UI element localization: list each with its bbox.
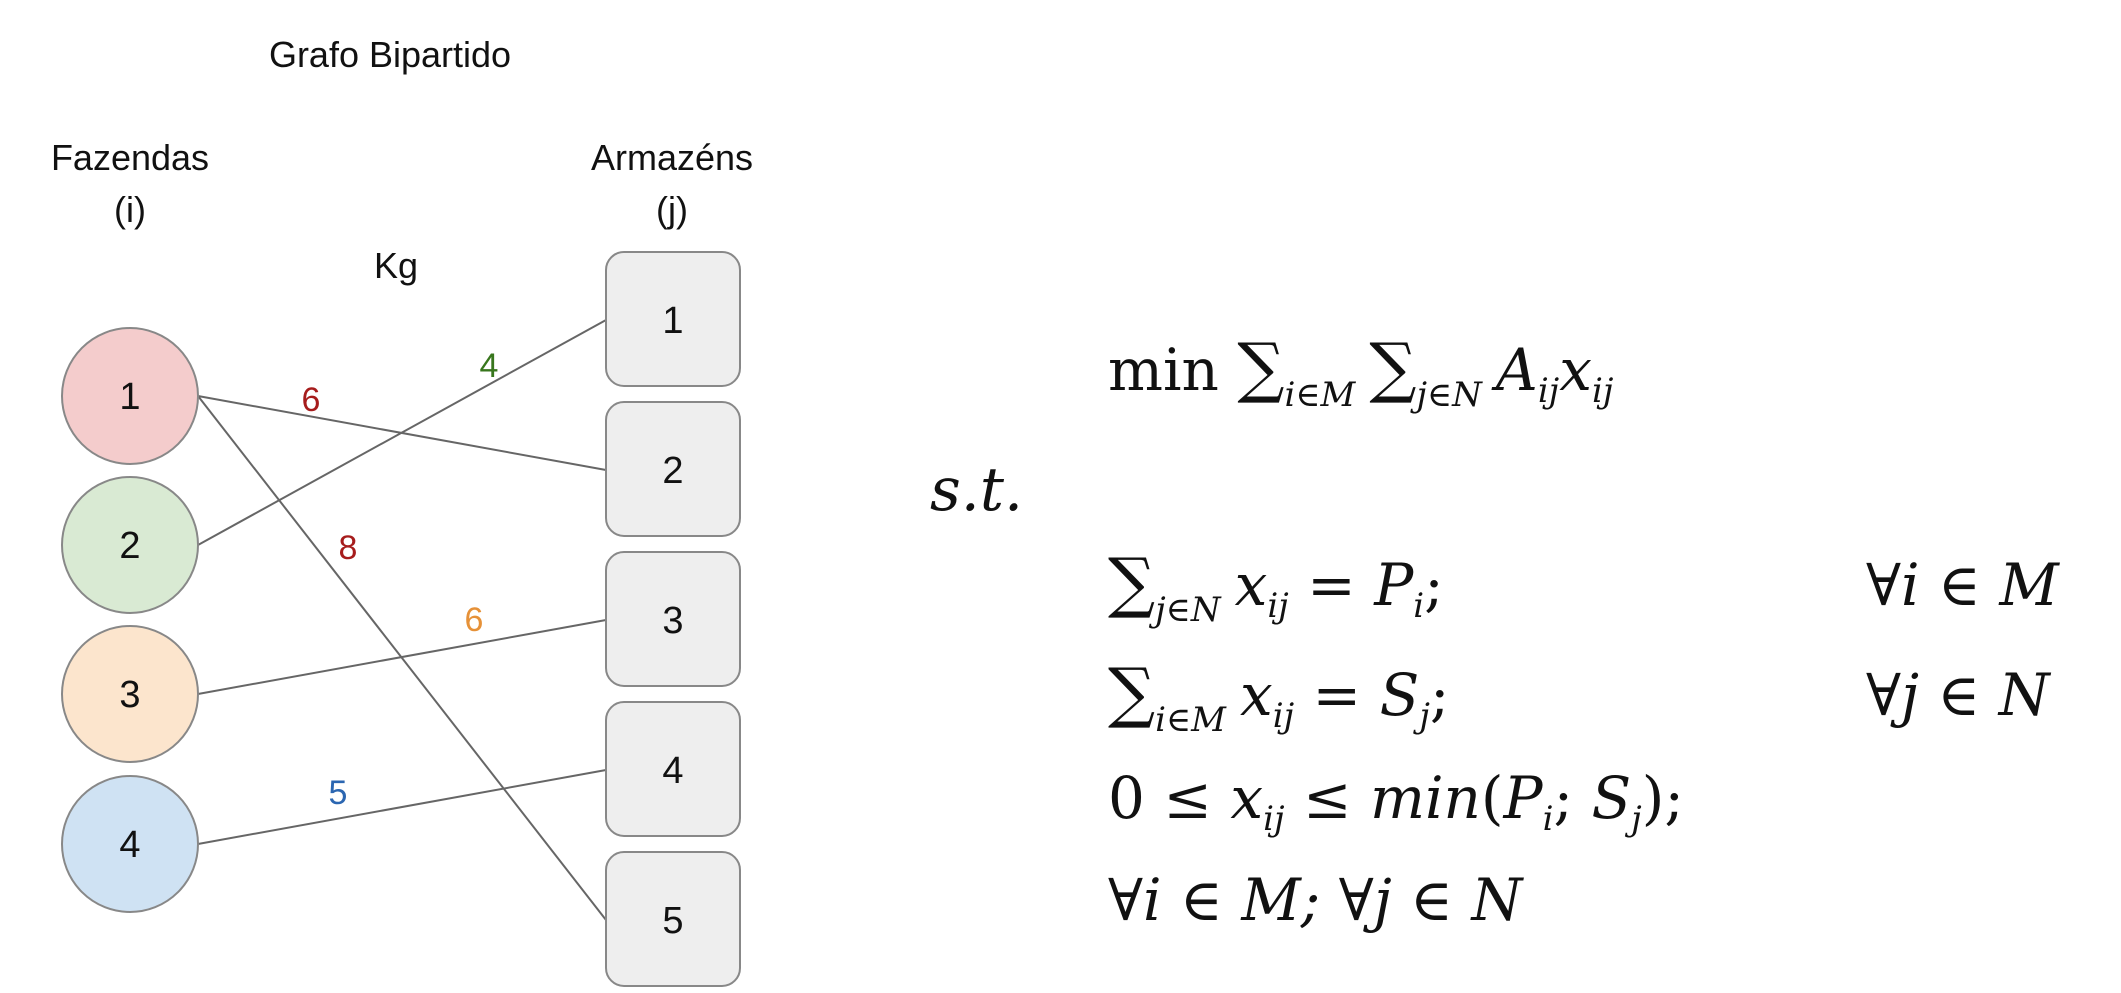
farm-node-label: 1 — [119, 376, 140, 418]
warehouse-node-1 — [605, 251, 741, 387]
edges — [197, 319, 607, 921]
edge-weight-2-1: 4 — [480, 347, 499, 385]
constraint-demand-domain: ∀j ∈ N — [1866, 661, 2052, 729]
farm-node-label: 4 — [119, 824, 140, 866]
edge-weight-4-4: 5 — [329, 774, 348, 812]
farm-node-label: 2 — [119, 525, 140, 567]
warehouses-header: Armazéns — [591, 137, 753, 178]
farm-node-3 — [61, 625, 199, 763]
warehouse-node-3 — [605, 551, 741, 687]
warehouse-node-label: 1 — [662, 300, 683, 342]
unit-label: Kg — [374, 245, 418, 286]
warehouse-node-label: 4 — [662, 750, 683, 792]
edge-weight-1-5: 8 — [339, 529, 358, 567]
warehouse-node-4 — [605, 701, 741, 837]
constraint-supply-domain: ∀i ∈ M — [1866, 551, 2060, 619]
warehouse-node-5 — [605, 851, 741, 987]
farm-node-4 — [61, 775, 199, 913]
edge-farm2-warehouse1 — [197, 319, 607, 546]
edge-weight-3-3: 6 — [465, 601, 484, 639]
edge-weight-1-2: 6 — [302, 381, 321, 419]
farm-node-2 — [61, 476, 199, 614]
warehouse-nodes: 1 2 3 4 5 — [605, 251, 741, 987]
farms-index: (i) — [114, 189, 146, 230]
constraint-bounds: 0 ≤ xij ≤ min(Pi; Sj); — [1108, 764, 1684, 839]
constraint-domain: ∀i ∈ M; ∀j ∈ N — [1108, 866, 1525, 934]
farm-node-1 — [61, 327, 199, 465]
farms-header: Fazendas — [51, 137, 209, 178]
warehouses-index: (j) — [656, 189, 688, 230]
warehouse-node-label: 2 — [662, 450, 683, 492]
warehouse-node-label: 3 — [662, 600, 683, 642]
farm-nodes: 1 2 3 4 — [61, 327, 199, 913]
subject-to-label: s.t. — [930, 455, 1023, 525]
edge-farm4-warehouse4 — [197, 769, 607, 845]
graph-title: Grafo Bipartido — [269, 34, 511, 75]
edge-farm3-warehouse3 — [197, 619, 607, 695]
farm-node-label: 3 — [119, 674, 140, 716]
warehouse-node-2 — [605, 401, 741, 537]
warehouse-node-label: 5 — [662, 900, 683, 942]
